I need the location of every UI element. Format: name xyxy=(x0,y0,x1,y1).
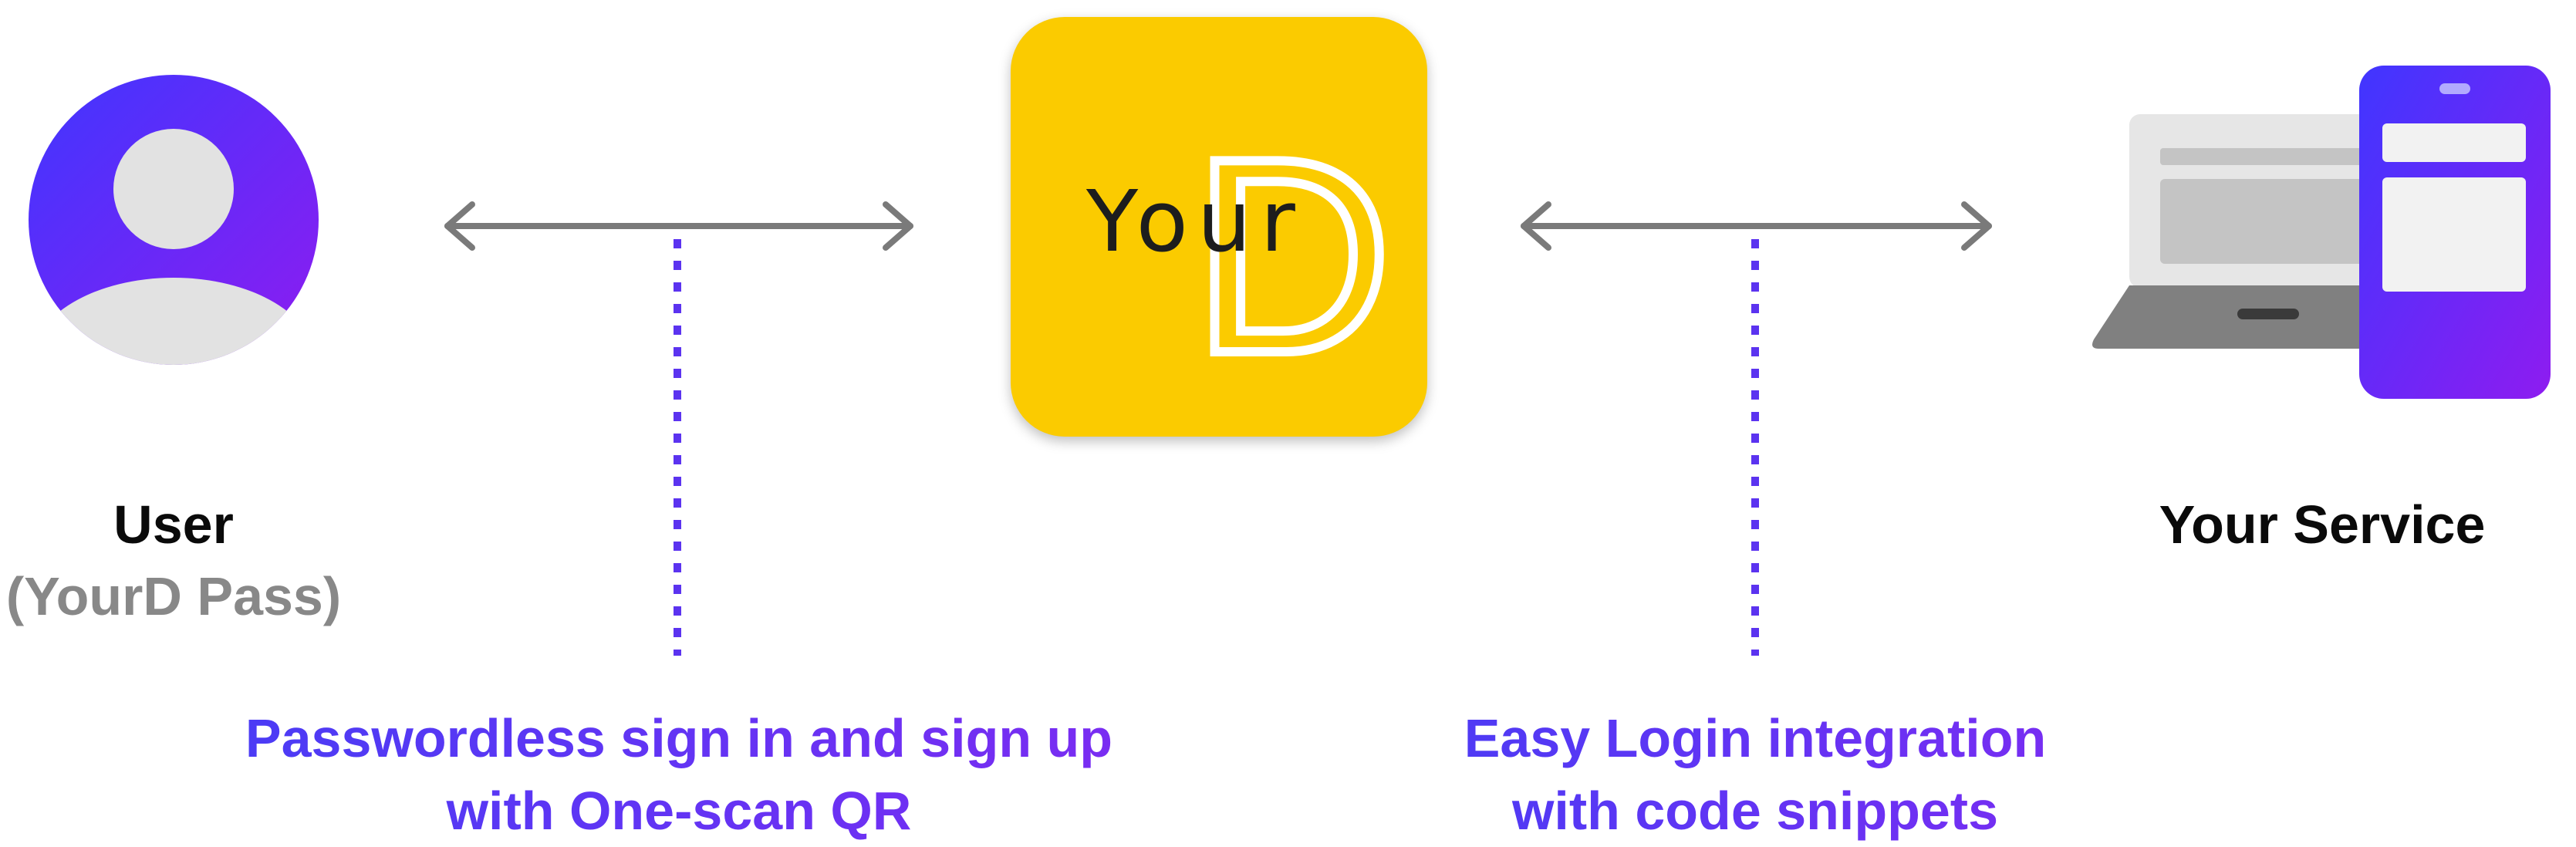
yourd-logo xyxy=(1011,17,1427,437)
laptop-and-phone-icon xyxy=(2092,66,2551,399)
right-caption: Easy Login integration with code snippet… xyxy=(1389,702,2122,847)
user-title: User xyxy=(113,494,234,555)
right-caption-line-1: Easy Login integration xyxy=(1464,708,2047,768)
right-caption-line-2: with code snippets xyxy=(1511,781,1999,841)
user-subtitle: (YourD Pass) xyxy=(5,566,342,626)
service-title: Your Service xyxy=(2159,494,2486,555)
left-caption-line-1: Passwordless sign in and sign up xyxy=(245,708,1113,768)
left-caption: Passwordless sign in and sign up with On… xyxy=(216,702,1142,847)
left-double-arrow-icon xyxy=(444,201,913,251)
right-double-arrow-icon xyxy=(1521,201,1992,251)
user-avatar-icon xyxy=(29,75,319,365)
logo-letter-d: D xyxy=(1187,101,1397,411)
left-caption-line-2: with One-scan QR xyxy=(446,781,912,841)
logo-text-your: Your xyxy=(1086,172,1305,271)
